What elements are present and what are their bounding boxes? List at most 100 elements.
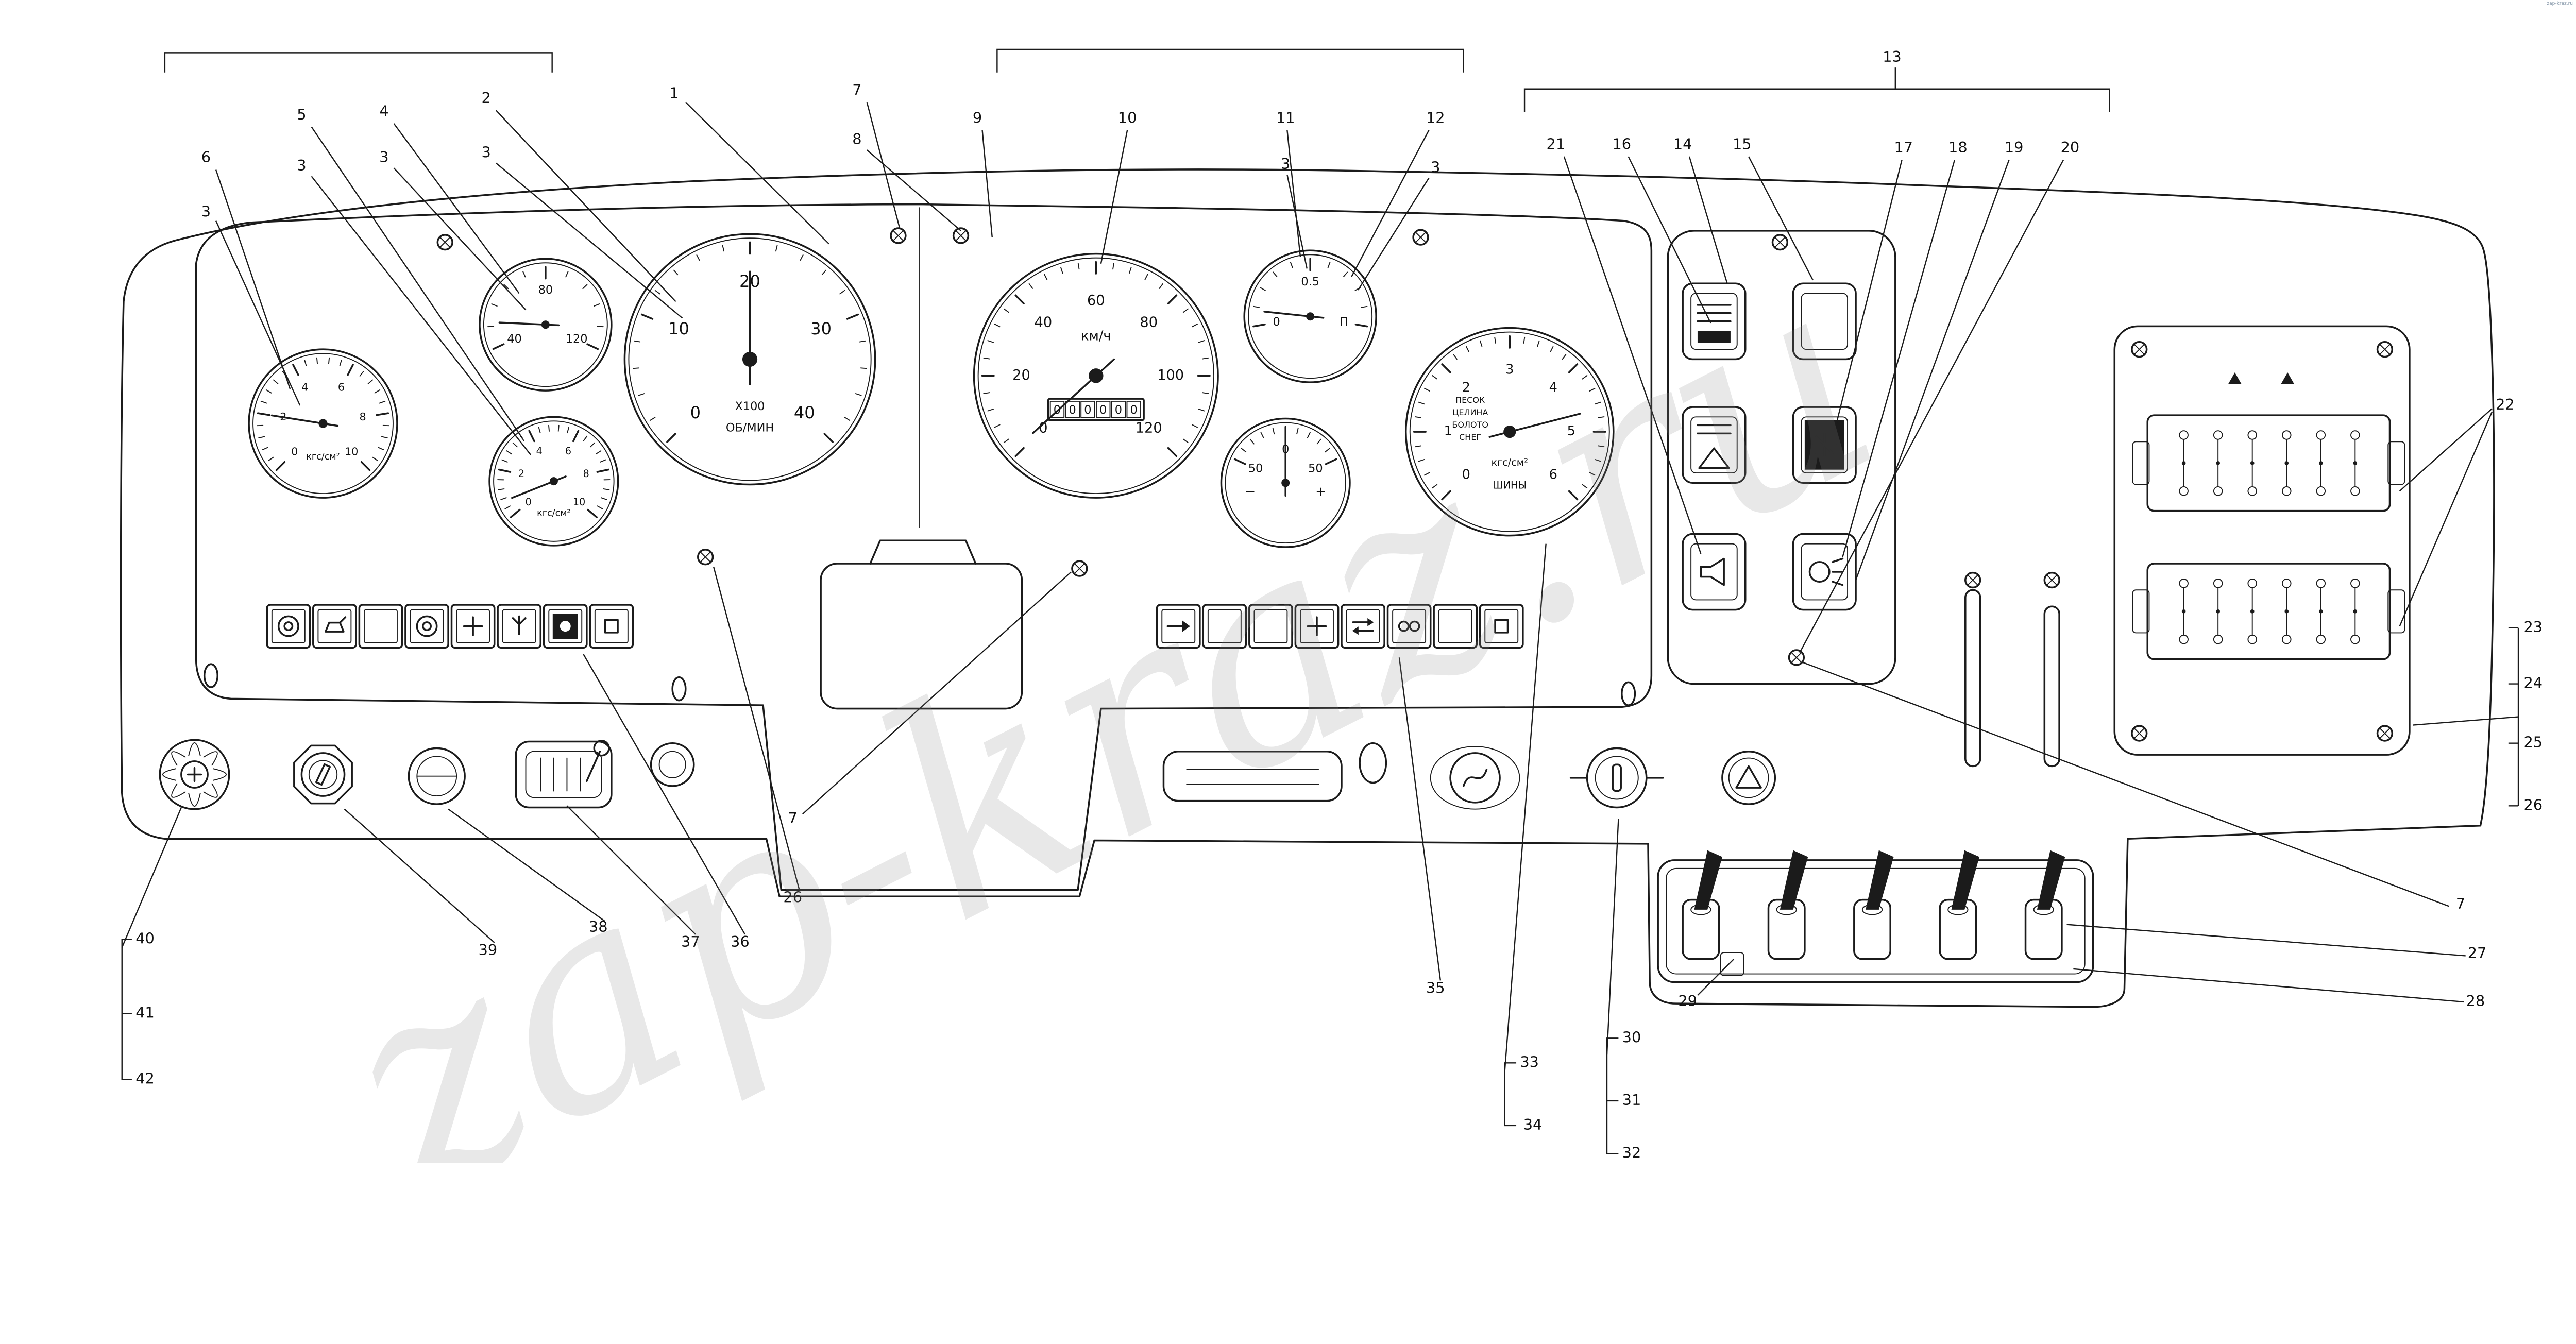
callout-number: 16 xyxy=(1612,135,1631,153)
gauge-number: 4 xyxy=(301,381,308,394)
callout-number: 12 xyxy=(1426,109,1445,126)
hazard-switch xyxy=(1682,406,1747,484)
callout-number: 37 xyxy=(681,933,700,950)
gauge-number: 0 xyxy=(1462,467,1470,483)
callout-number: 30 xyxy=(1622,1028,1641,1046)
indicator-cell-spray xyxy=(497,604,542,649)
heater-control xyxy=(1430,746,1520,810)
gauge-number: 0 xyxy=(526,496,532,508)
bottom-controls xyxy=(159,739,1776,810)
gauge-number: 8 xyxy=(583,468,589,480)
screw-icon xyxy=(1771,234,1789,251)
oval-slot xyxy=(203,663,219,688)
gauge-number: 40 xyxy=(794,403,815,422)
center-indicator-row xyxy=(1156,604,1524,649)
corner-watermark: zap-kraz.ru xyxy=(2547,1,2573,6)
indicator-cell-dark xyxy=(543,604,588,649)
indicator-rows xyxy=(266,604,1524,649)
oval-slot xyxy=(1621,681,1636,706)
indicator-cell-drop xyxy=(312,604,357,649)
callout-number: 7 xyxy=(852,81,861,98)
indicator-cell-ring xyxy=(266,604,311,649)
odometer-digit: 0 xyxy=(1069,403,1076,417)
fuse-panel-mark xyxy=(2281,372,2294,384)
callout-number: 5 xyxy=(297,106,306,123)
gauge-label: ШИНЫ xyxy=(1493,479,1527,491)
gauge-number: 120 xyxy=(1136,420,1162,436)
oval-cutout xyxy=(1359,742,1387,784)
callout-number: 18 xyxy=(1948,139,1968,156)
gauge-number: 5 xyxy=(1567,423,1575,439)
gauge-label: X100 xyxy=(735,400,765,413)
lever-switch xyxy=(515,740,613,809)
callout-number: 26 xyxy=(2524,796,2543,813)
callout-number: 17 xyxy=(1894,139,1913,156)
callout-number: 15 xyxy=(1733,135,1752,153)
watermark-text: zap-kraz.ru xyxy=(290,210,1923,1164)
needle-hub xyxy=(1281,479,1290,487)
watermark: zap-kraz.ru xyxy=(290,210,1923,1164)
screw-icon xyxy=(952,227,970,244)
fan-switch xyxy=(1792,406,1857,484)
screw-icon xyxy=(2376,341,2394,358)
indicator-cell-cross xyxy=(1294,604,1340,649)
gauge-number: 1 xyxy=(1444,423,1452,439)
gauge-number: 60 xyxy=(1087,293,1105,309)
starter-switch xyxy=(1569,747,1664,809)
rocker-switch-panel xyxy=(1667,230,1896,685)
toggle-switch xyxy=(1767,850,1808,960)
callout-number: 42 xyxy=(135,1069,155,1087)
callout-bracket xyxy=(164,52,553,73)
gauge-label: кгс/см² xyxy=(1492,456,1528,468)
indicator-cell-blank xyxy=(1433,604,1478,649)
callout-number: 26 xyxy=(783,888,802,906)
odometer-digit: 0 xyxy=(1084,403,1091,417)
gauge-label: км/ч xyxy=(1081,329,1111,344)
toggle-switch xyxy=(1939,850,1979,960)
callout-number: 22 xyxy=(2496,396,2515,413)
indicator-cell-circles xyxy=(1386,604,1432,649)
callout-number: 19 xyxy=(2005,139,2024,156)
gauge-number: 0 xyxy=(1273,315,1280,329)
screw-icon xyxy=(2131,341,2148,358)
callout-number: 14 xyxy=(1673,135,1692,153)
callout-number: 20 xyxy=(2061,139,2080,156)
callout-number: 31 xyxy=(1622,1091,1641,1109)
callout-bracket xyxy=(121,939,132,1080)
gauge-side-label: ПЕСОК xyxy=(1455,395,1485,405)
panel-levers xyxy=(1964,589,2060,768)
gauge-number: 3 xyxy=(1505,362,1514,378)
callout-bracket xyxy=(1606,819,1619,1055)
gauge-number: 10 xyxy=(668,319,689,338)
callout-bracket xyxy=(996,48,1464,73)
fuse-panel xyxy=(2113,325,2411,756)
odometer-digit: 0 xyxy=(1130,403,1137,417)
gauge-label: + xyxy=(1315,484,1326,500)
indicator-cell-cross xyxy=(450,604,496,649)
callout-number: 3 xyxy=(1431,158,1440,176)
gauge-number: 10 xyxy=(345,445,358,457)
callout-number: 3 xyxy=(482,144,491,161)
callout-number: 11 xyxy=(1276,109,1295,126)
callout-number: 9 xyxy=(973,109,982,126)
gauge-number: 2 xyxy=(1462,380,1470,396)
gauge-number: 0 xyxy=(1039,420,1047,436)
gauge-number: 0.5 xyxy=(1301,275,1319,288)
toggle-switch-strip xyxy=(1657,850,2094,983)
callout-number: 1 xyxy=(669,84,679,101)
odometer-digit: 0 xyxy=(1115,403,1122,417)
gauge-number: 80 xyxy=(1140,314,1158,330)
steering-column-cover xyxy=(820,563,1023,710)
screw-icon xyxy=(2131,725,2148,742)
gauge-label: кгс/см² xyxy=(537,508,570,518)
indicator-cell-blank xyxy=(358,604,403,649)
indicator-cell-arrow xyxy=(1156,604,1201,649)
gauge-number: 40 xyxy=(1035,314,1053,330)
needle-hub xyxy=(549,477,558,486)
